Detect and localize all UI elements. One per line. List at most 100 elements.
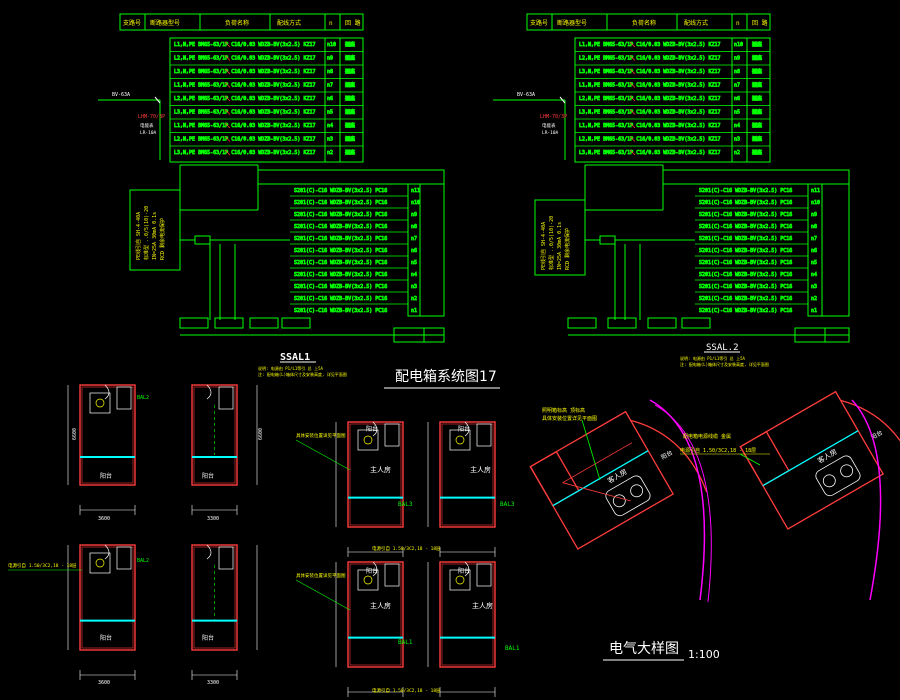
- svg-text:n4: n4: [811, 272, 817, 278]
- room-label: 阳台: [202, 634, 214, 642]
- room-label: BAL1: [505, 645, 520, 652]
- svg-text:S201(C)-C16 WDZB-BV(3x2.5): S201(C)-C16 WDZB-BV(3x2.5) PC16: [699, 224, 792, 230]
- svg-text:配电箱电源线缆 金属: 配电箱电源线缆 金属: [683, 433, 731, 440]
- svg-text:n7: n7: [411, 236, 417, 242]
- scale-label: 1:100: [688, 648, 720, 661]
- svg-text:L1,N,PE BM65-63/1P C16/0.03: L1,N,PE BM65-63/1P C16/0.03 WDZB-BV(3x2.…: [174, 83, 315, 89]
- svg-text:n6: n6: [734, 96, 740, 102]
- svg-text:n3: n3: [811, 284, 817, 290]
- svg-text:S201(C)-C16 WDZB-BV(3x2.5): S201(C)-C16 WDZB-BV(3x2.5) PC16: [699, 212, 792, 218]
- svg-text:插座: 插座: [752, 109, 762, 116]
- dimension-label: 6600: [258, 428, 264, 440]
- svg-text:L3,N,PE BM65-63/1P C16/0.03: L3,N,PE BM65-63/1P C16/0.03 WDZB-BV(3x2.…: [174, 150, 315, 156]
- svg-text:S201(C)-C16 WDZB-BV(3x2.5): S201(C)-C16 WDZB-BV(3x2.5) PC16: [699, 308, 792, 314]
- svg-text:L1,N,PE BM65-63/1P C16/0.03: L1,N,PE BM65-63/1P C16/0.03 WDZB-BV(3x2.…: [174, 42, 315, 48]
- room-label: BAL3: [398, 501, 413, 508]
- svg-text:S201(C)-C16 WDZB-BV(3x2.5): S201(C)-C16 WDZB-BV(3x2.5) PC16: [699, 188, 792, 194]
- svg-text:L2,N,PE BM65-63/1P C16/0.03: L2,N,PE BM65-63/1P C16/0.03 WDZB-BV(3x2.…: [579, 56, 720, 62]
- distribution-diagram-left: 支路号 断路器型号 负荷名称 配线方式 n 回 路 L1,N,PE BM65-6…: [98, 13, 445, 377]
- header-cell: 支路号: [123, 19, 141, 27]
- svg-text:插座: 插座: [752, 41, 762, 48]
- svg-text:n4: n4: [327, 123, 333, 129]
- svg-text:S201(C)-C16 WDZB-BV(3x2.5): S201(C)-C16 WDZB-BV(3x2.5) PC16: [699, 200, 792, 206]
- svg-text:n7: n7: [327, 83, 333, 89]
- room-label: 阳台: [366, 567, 378, 575]
- annotation: 电源引自 1.50/3C2,18 - 18层: [8, 562, 77, 569]
- svg-text:注: 配电箱(L)箱体尺寸及安装高度, 详见平面图: 注: 配电箱(L)箱体尺寸及安装高度, 详见平面图: [680, 361, 769, 367]
- room-label: 客人房: [606, 467, 629, 485]
- svg-text:IN=25A 30mA 0.1s: IN=25A 30mA 0.1s: [152, 212, 158, 260]
- room-label: 阳台: [100, 472, 112, 480]
- svg-text:说明: 电源由 P1/L1等引 总 上5A: 说明: 电源由 P1/L1等引 总 上5A: [680, 355, 745, 361]
- annotation: 电源引自 1.50/3C2,18 - 18层: [680, 447, 756, 454]
- svg-text:n11: n11: [411, 188, 420, 194]
- svg-text:插座: 插座: [345, 149, 355, 156]
- svg-text:L3,N,PE BM65-63/1P C16/0.03: L3,N,PE BM65-63/1P C16/0.03 WDZB-BV(3x2.…: [174, 110, 315, 116]
- svg-text:插座: 插座: [345, 82, 355, 89]
- svg-text:IN=25A 30mA 0.1s: IN=25A 30mA 0.1s: [557, 222, 563, 270]
- svg-text:n11: n11: [811, 188, 820, 194]
- room-label: 阳台: [458, 425, 470, 433]
- svg-text:n6: n6: [811, 248, 817, 254]
- svg-text:PE线引自 SH-4-40A: PE线引自 SH-4-40A: [135, 212, 142, 260]
- svg-text:n10: n10: [411, 200, 420, 206]
- annotation: 具体安装位置详见平面图: [296, 572, 346, 579]
- header-cell: 支路号: [530, 19, 548, 27]
- svg-text:L2,N,PE BM65-63/1P C16/0.03: L2,N,PE BM65-63/1P C16/0.03 WDZB-BV(3x2.…: [579, 137, 720, 143]
- room-label: 阳台: [100, 634, 112, 642]
- dimension-label: 3600: [98, 516, 110, 522]
- svg-text:插座: 插座: [345, 122, 355, 129]
- svg-text:注: 配电箱(L)箱体尺寸及安装高度, 详见平面图: 注: 配电箱(L)箱体尺寸及安装高度, 详见平面图: [258, 371, 347, 377]
- svg-text:S201(C)-C16 WDZB-BV(3x2.5): S201(C)-C16 WDZB-BV(3x2.5) PC16: [294, 188, 387, 194]
- svg-text:插座: 插座: [752, 95, 762, 102]
- svg-text:S201(C)-C16 WDZB-BV(3x2.5): S201(C)-C16 WDZB-BV(3x2.5) PC16: [699, 272, 792, 278]
- svg-text:n10: n10: [327, 42, 336, 48]
- svg-text:n6: n6: [327, 96, 333, 102]
- svg-text:RCD 剩余电流保护: RCD 剩余电流保护: [159, 218, 166, 260]
- room-label: 主人房: [470, 465, 491, 474]
- svg-text:L3,N,PE BM65-63/1P C16/0.03: L3,N,PE BM65-63/1P C16/0.03 WDZB-BV(3x2.…: [579, 110, 720, 116]
- svg-text:n8: n8: [327, 69, 333, 75]
- header-cell: 断路器型号: [557, 19, 587, 27]
- svg-text:n1: n1: [411, 308, 417, 314]
- svg-text:L2,N,PE BM65-63/1P C16/0.03: L2,N,PE BM65-63/1P C16/0.03 WDZB-BV(3x2.…: [174, 96, 315, 102]
- svg-text:L1,N,PE BM65-63/1P C16/0.03: L1,N,PE BM65-63/1P C16/0.03 WDZB-BV(3x2.…: [174, 123, 315, 129]
- panel-name: SSAL1: [280, 352, 310, 363]
- svg-text:插座: 插座: [345, 95, 355, 102]
- svg-text:n2: n2: [734, 150, 740, 156]
- svg-text:n8: n8: [811, 224, 817, 230]
- svg-text:S201(C)-C16 WDZB-BV(3x2.5): S201(C)-C16 WDZB-BV(3x2.5) PC16: [294, 272, 387, 278]
- svg-text:n5: n5: [411, 260, 417, 266]
- svg-text:n6: n6: [411, 248, 417, 254]
- svg-text:插座: 插座: [752, 149, 762, 156]
- svg-text:插座: 插座: [752, 68, 762, 75]
- header-cell: 回 路: [345, 19, 361, 27]
- svg-text:S201(C)-C16 WDZB-BV(3x2.5): S201(C)-C16 WDZB-BV(3x2.5) PC16: [294, 224, 387, 230]
- header-cell: 配线方式: [277, 19, 301, 27]
- svg-text:n3: n3: [327, 137, 333, 143]
- svg-text:L3,N,PE BM65-63/1P C16/0.03: L3,N,PE BM65-63/1P C16/0.03 WDZB-BV(3x2.…: [174, 69, 315, 75]
- svg-text:n4: n4: [411, 272, 417, 278]
- svg-text:n1: n1: [811, 308, 817, 314]
- svg-text:LR-10A: LR-10A: [542, 130, 559, 136]
- svg-text:照明箱标高 顶标高: 照明箱标高 顶标高: [542, 407, 585, 414]
- room-label: 阳台: [458, 567, 470, 575]
- header-cell: 配线方式: [684, 19, 708, 27]
- panel-name: SSAL.2: [706, 343, 739, 353]
- header-cell: 负荷名称: [632, 19, 656, 27]
- header-cell: 断路器型号: [150, 19, 180, 27]
- svg-text:插座: 插座: [345, 68, 355, 75]
- angled-plan-2: 客人房 阳台: [739, 390, 900, 530]
- svg-text:n9: n9: [327, 56, 333, 62]
- svg-text:S201(C)-C16 WDZB-BV(3x2.5): S201(C)-C16 WDZB-BV(3x2.5) PC16: [294, 248, 387, 254]
- svg-text:插座: 插座: [752, 136, 762, 143]
- svg-text:S201(C)-C16 WDZB-BV(3x2.5): S201(C)-C16 WDZB-BV(3x2.5) PC16: [294, 284, 387, 290]
- svg-text:n5: n5: [327, 110, 333, 116]
- svg-text:S201(C)-C16 WDZB-BV(3x2.5): S201(C)-C16 WDZB-BV(3x2.5) PC16: [294, 260, 387, 266]
- room-label: BAL2: [137, 395, 149, 401]
- dimension-label: 3600: [98, 680, 110, 686]
- svg-text:说明: 电源由 P1/L1等引 总 上5A: 说明: 电源由 P1/L1等引 总 上5A: [258, 365, 323, 371]
- header-cell: 回 路: [752, 19, 768, 27]
- svg-text:n3: n3: [411, 284, 417, 290]
